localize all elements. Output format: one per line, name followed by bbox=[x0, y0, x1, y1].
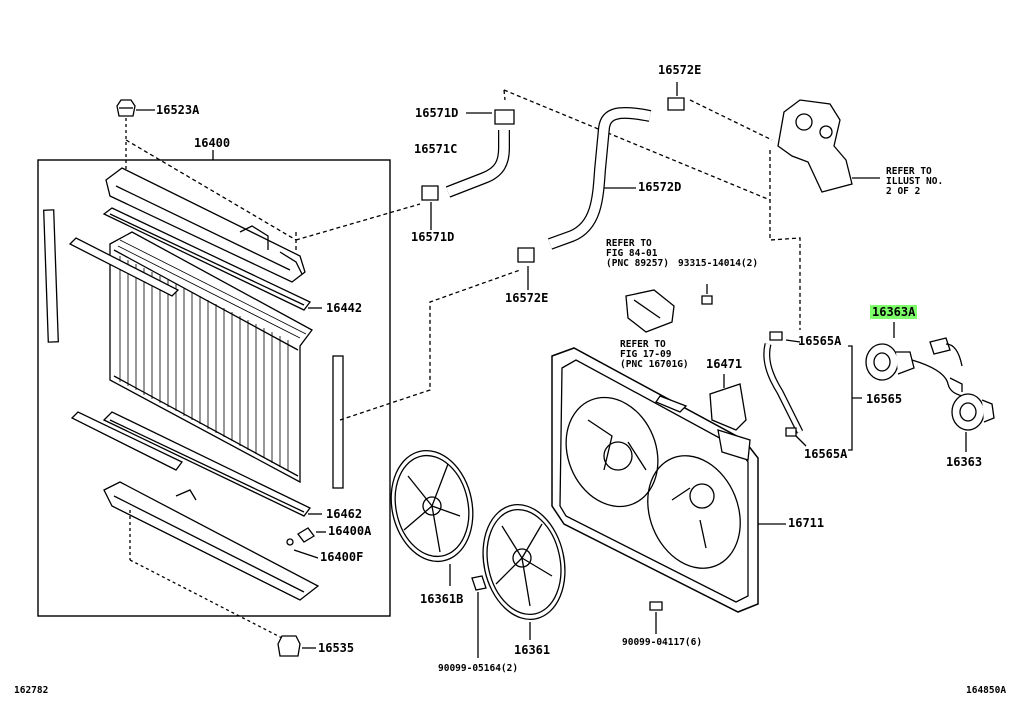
clamp-16572E-bottom bbox=[517, 247, 535, 263]
lower-support-pad bbox=[70, 411, 183, 471]
upper-support-pad bbox=[68, 237, 180, 297]
label-16400: 16400 bbox=[194, 136, 231, 150]
drain-plug-16400F bbox=[286, 538, 294, 546]
label-16471: 16471 bbox=[706, 357, 743, 371]
footer-right-code: 164850A bbox=[966, 685, 1007, 696]
label-16711: 16711 bbox=[788, 516, 825, 530]
fan-motor-16363 bbox=[949, 377, 995, 431]
label-16400F: 16400F bbox=[320, 550, 364, 564]
fan-motor-16363A bbox=[865, 337, 963, 397]
label-16523A: 16523A bbox=[156, 103, 200, 117]
label-90099-04117: 90099-04117(6) bbox=[622, 637, 703, 648]
drain-cock-16400A bbox=[297, 527, 315, 543]
nut-90099-05164 bbox=[471, 575, 487, 591]
left-side-pad bbox=[43, 209, 59, 343]
highlighted-part-16363A: 16363A bbox=[870, 305, 918, 319]
label-16462: 16462 bbox=[326, 507, 363, 521]
fan-motor-16471 bbox=[709, 383, 751, 461]
clamp-16571D-bottom bbox=[421, 185, 439, 201]
radiator-core bbox=[109, 231, 313, 484]
label-16565: 16565 bbox=[866, 392, 903, 406]
lower-gasket-16462 bbox=[102, 411, 311, 517]
clip-16565A-bottom bbox=[785, 427, 797, 437]
label-16400A: 16400A bbox=[328, 524, 372, 538]
reservoir-hose-16565 bbox=[763, 343, 804, 434]
lower-hose-16572D bbox=[547, 106, 652, 250]
label-16571C: 16571C bbox=[414, 142, 458, 156]
drain-plug-16535 bbox=[277, 635, 301, 657]
note-refer-fig17: REFER TO FIG 17-09 (PNC 16701G) bbox=[620, 339, 689, 370]
label-93315-14014: 93315-14014(2) bbox=[678, 258, 759, 269]
label-16361B: 16361B bbox=[420, 592, 464, 606]
radiator-cap-16523A bbox=[116, 99, 155, 117]
upper-gasket-16442 bbox=[102, 207, 311, 311]
right-side-pad bbox=[332, 355, 344, 489]
radiator-upper-tank bbox=[105, 167, 306, 283]
label-16572E-top: 16572E bbox=[658, 63, 702, 77]
bolt-93315 bbox=[701, 295, 713, 305]
label-16572D: 16572D bbox=[638, 180, 682, 194]
footer-left-code: 162782 bbox=[14, 685, 49, 696]
label-16363: 16363 bbox=[946, 455, 983, 469]
clip-16565A-top bbox=[769, 331, 783, 341]
label-16363A: 16363A bbox=[870, 305, 918, 319]
label-16535: 16535 bbox=[318, 641, 355, 655]
label-16571D-top: 16571D bbox=[415, 106, 459, 120]
fan-16361B bbox=[390, 449, 474, 563]
water-outlet-housing bbox=[777, 99, 853, 193]
relay-block bbox=[625, 289, 675, 333]
label-90099-05164: 90099-05164(2) bbox=[438, 663, 519, 674]
label-16565A-top: 16565A bbox=[798, 334, 842, 348]
fan-16361 bbox=[482, 504, 566, 620]
note-refer-fig84: REFER TO FIG 84-01 (PNC 89257) bbox=[606, 238, 669, 269]
label-16361: 16361 bbox=[514, 643, 551, 657]
radiator-lower-tank bbox=[103, 481, 320, 601]
label-16442: 16442 bbox=[326, 301, 363, 315]
fan-shroud-16711 bbox=[551, 347, 759, 613]
label-16565A-bottom: 16565A bbox=[804, 447, 848, 461]
note-refer-illust: REFER TO ILLUST NO. 2 OF 2 bbox=[886, 166, 944, 197]
label-16572E-bottom: 16572E bbox=[505, 291, 549, 305]
bolt-90099-04117 bbox=[649, 601, 663, 611]
label-16571D-bottom: 16571D bbox=[411, 230, 455, 244]
clamp-16571D-top bbox=[494, 109, 515, 125]
upper-hose-16571C bbox=[445, 130, 510, 198]
clamp-16572E-top bbox=[667, 97, 685, 111]
radiator-group-frame bbox=[37, 159, 391, 617]
